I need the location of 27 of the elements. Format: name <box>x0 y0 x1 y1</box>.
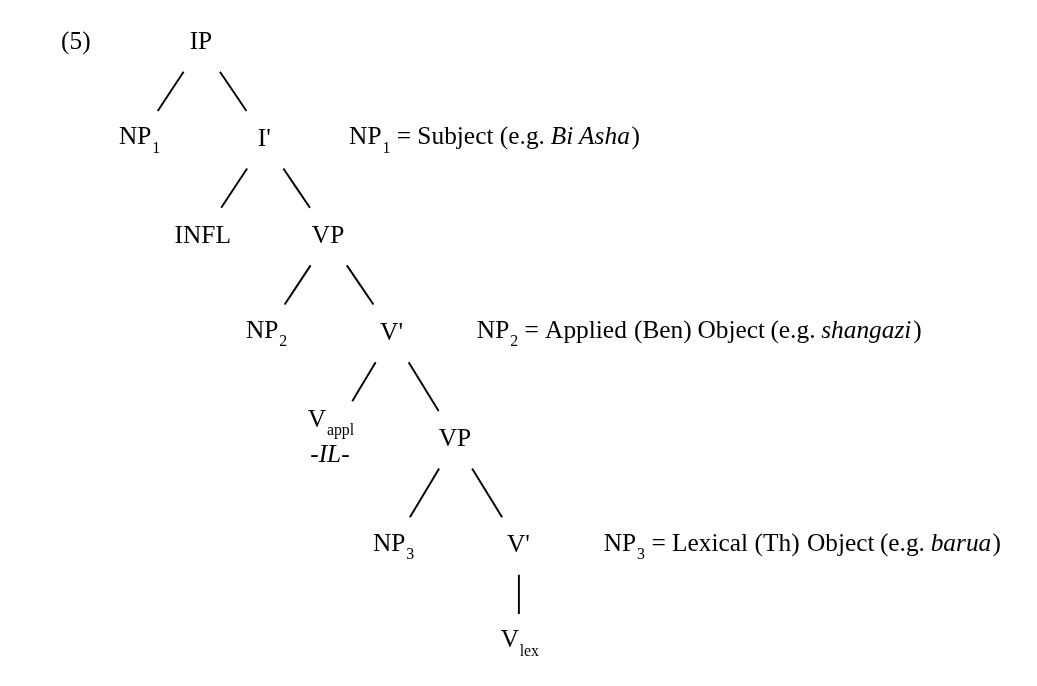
connector <box>351 361 377 403</box>
node-text: VP <box>438 422 472 451</box>
connector <box>407 361 440 412</box>
connector <box>345 264 375 306</box>
node-text: V' <box>507 529 530 558</box>
node-text: NP$_{2}$ <box>245 314 288 350</box>
node-text: NP$_{1}$ <box>119 121 161 156</box>
node-text: V$_{appl}$ -IL- <box>307 403 355 467</box>
node-text: IP <box>189 26 213 55</box>
label: NP$_{2}$ = Applied (Ben) Object (e.g. shangazi) <box>476 314 922 350</box>
connector <box>408 467 441 519</box>
label: NP$_{1}$ = Subject (e.g. Bi Asha) <box>349 121 641 156</box>
label: NP$_{3}$ = Lexical (Th) Object (e.g. barua) <box>603 527 1001 563</box>
connector <box>218 70 248 112</box>
connector <box>517 573 520 615</box>
connector <box>220 167 249 209</box>
node-text: VP <box>311 219 345 248</box>
connector <box>283 264 312 306</box>
label: (5) <box>61 26 91 55</box>
node-text: I' <box>257 122 271 151</box>
node-text: V$_{lex}$ <box>500 624 540 659</box>
node-text: INFL <box>174 219 231 248</box>
connector <box>282 167 311 209</box>
node-text: V' <box>380 316 403 345</box>
connector <box>471 467 504 519</box>
connector <box>156 70 185 112</box>
node-text: NP$_{3}$ <box>372 527 415 563</box>
